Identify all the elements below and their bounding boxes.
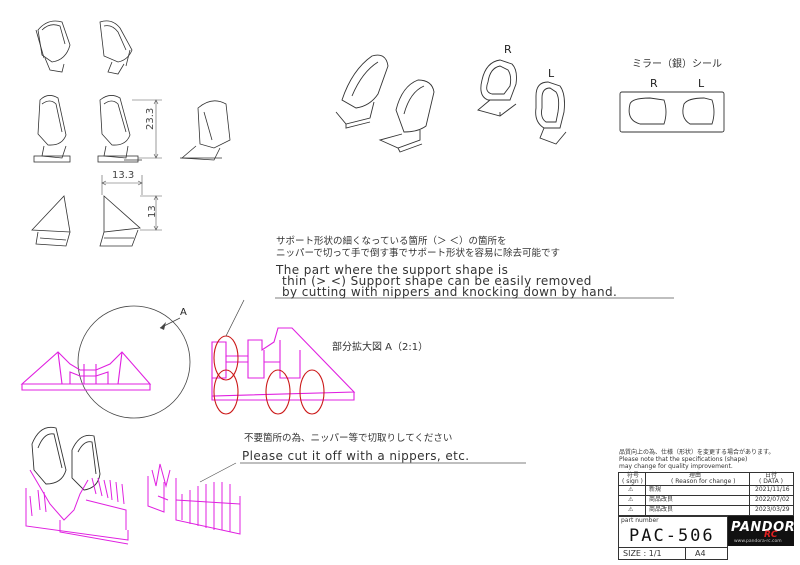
cut-point-4 — [299, 369, 325, 415]
logo-sub: RC — [764, 530, 778, 540]
sticker-label-left: L — [698, 77, 705, 90]
rev-header-sign: 符号 ( sign ) — [619, 473, 646, 486]
dimension-height-label: 23.3 — [145, 107, 156, 130]
spec-note-jp: 品質向上の為、仕様（形状）を変更する場合があります。 — [619, 449, 775, 456]
mirror-view-bottom-left — [31, 195, 71, 247]
logo-main: PANDORA — [731, 520, 800, 535]
revision-row: ⚠ 新規 2021/11/16 — [619, 485, 793, 496]
mirror-view-bottom-right — [99, 195, 141, 247]
spec-note-en-2: may change for quality improvement. — [619, 463, 733, 470]
mirror-frame-left — [535, 81, 567, 145]
mirror-view-top-left — [35, 20, 71, 73]
cut-note-en: Please cut it off with a nippers, etc. — [242, 449, 470, 463]
warning-icon: ⚠ — [628, 486, 634, 493]
warning-icon: ⚠ — [628, 506, 634, 513]
part-number: PAC-506 — [629, 526, 715, 546]
mirror-isometric-1 — [335, 54, 389, 129]
mirror-view-front-right — [97, 95, 142, 163]
dimension-width — [101, 175, 143, 195]
spec-note-en-1: Please note that the specifications (sha… — [619, 456, 748, 463]
title-block: 品質向上の為、仕様（形状）を変更する場合があります。 Please note t… — [618, 448, 800, 560]
detail-caption: 部分拡大図 A（2:1） — [332, 342, 429, 353]
size-box: SIZE : 1/1 A4 — [618, 547, 728, 560]
dimension-depth — [140, 195, 162, 231]
mirror-frame-right — [477, 59, 517, 117]
nipper-cut-highlights — [213, 335, 325, 415]
support-note-en-2: thin (> <) Support shape can be easily r… — [282, 274, 592, 288]
side-label-left: L — [548, 67, 555, 80]
warning-icon: ⚠ — [628, 496, 634, 503]
cut-note-jp: 不要箇所の為、ニッパー等で切取りしてください — [244, 433, 453, 444]
detail-circle-a — [77, 305, 191, 419]
support-note-jp-2: ニッパーで切って手で倒す事でサポート形状を容易に除去可能です — [276, 248, 560, 259]
detail-marker-label: A — [180, 307, 187, 318]
revision-row: ⚠ 商品改良 2022/07/02 — [619, 495, 793, 506]
cut-point-2 — [213, 369, 239, 415]
support-overview — [20, 351, 152, 391]
rev-header-reason: 理由 ( Reason for change ) — [645, 473, 750, 486]
logo-url: www.pandora-rc.com — [734, 539, 782, 544]
paper-size: A4 — [695, 549, 706, 558]
mirror-stickers — [619, 91, 725, 133]
side-label-right: R — [504, 43, 512, 56]
mirror-sticker-title: ミラー（銀）シール — [632, 59, 722, 70]
part-number-label: part number — [621, 517, 659, 524]
mirror-assembly-with-supports — [25, 426, 129, 545]
support-note-en-3: by cutting with nippers and knocking dow… — [282, 285, 618, 299]
size-label: SIZE : 1/1 — [623, 549, 662, 558]
cut-point-3 — [265, 369, 291, 415]
brand-logo: PANDORA RC www.pandora-rc.com — [728, 516, 800, 546]
mirror-isometric-2 — [378, 79, 435, 153]
dimension-depth-label: 13 — [147, 205, 158, 218]
dimension-height — [132, 99, 162, 159]
rev-header-date: 日付 ( DATA ) — [749, 473, 793, 486]
support-sprue-removed — [147, 463, 241, 535]
sticker-label-right: R — [650, 77, 658, 90]
part-number-box: part number PAC-506 — [618, 516, 728, 548]
mirror-view-side — [180, 100, 231, 161]
revision-table: 符号 ( sign ) 理由 ( Reason for change ) 日付 … — [618, 472, 794, 516]
support-note-jp-1: サポート形状の細くなっている箇所（＞ ＜）の箇所を — [276, 236, 507, 247]
mirror-view-top-right — [99, 20, 133, 75]
dimension-width-label: 13.3 — [112, 170, 135, 181]
revision-row: ⚠ 商品改良 2023/03/29 — [619, 505, 793, 515]
support-detail-enlarged — [211, 327, 356, 401]
mirror-view-front-left — [33, 95, 71, 163]
support-note-en-1: The part where the support shape is — [276, 263, 509, 277]
